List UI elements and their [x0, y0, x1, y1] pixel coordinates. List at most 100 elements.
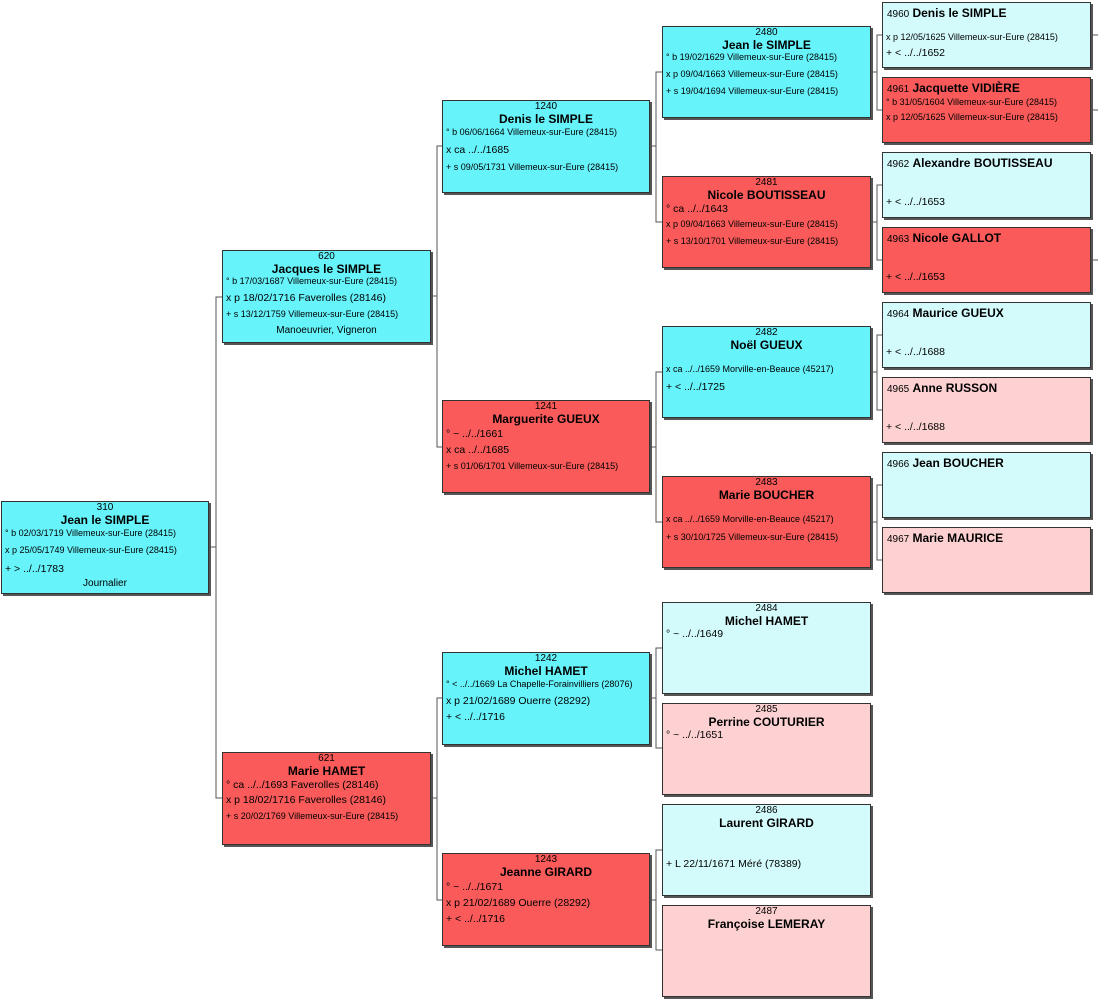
sosa-number: 4967 — [887, 534, 910, 545]
sosa-number: 2482 — [755, 327, 778, 338]
person-name: Perrine COUTURIER — [708, 715, 825, 729]
sosa-number: 2480 — [755, 27, 778, 38]
person-name: Nicole GALLOT — [912, 231, 1002, 245]
person-box-4960[interactable]: 4960 Denis le SIMPLE x p 12/05/1625 Vill… — [882, 2, 1091, 68]
person-name: Marie MAURICE — [912, 531, 1004, 545]
person-name: Jean BOUCHER — [912, 456, 1004, 470]
person-box-2486[interactable]: 2486 Laurent GIRARD + L 22/11/1671 Méré … — [662, 804, 871, 896]
person-box-4962[interactable]: 4962 Alexandre BOUTISSEAU + < ../../1653 — [882, 152, 1091, 218]
sosa-number: 4965 — [887, 384, 910, 395]
sosa-number: 2485 — [755, 704, 778, 715]
person-name: Maurice GUEUX — [912, 306, 1004, 320]
person-box-4966[interactable]: 4966 Jean BOUCHER — [882, 452, 1091, 518]
marriage-event: x p 21/02/1689 Ouerre (28292) — [446, 695, 591, 707]
death-event: + s 01/06/1701 Villemeux-sur-Eure (28415… — [446, 461, 619, 471]
person-name: Michel HAMET — [504, 664, 588, 678]
person-box-2481[interactable]: 2481 Nicole BOUTISSEAU ° ca ../../1643 x… — [662, 176, 871, 268]
marriage-event: x p 12/05/1625 Villemeux-sur-Eure (28415… — [886, 112, 1058, 122]
person-box-620[interactable]: 620 Jacques le SIMPLE ° b 17/03/1687 Vil… — [222, 250, 431, 343]
person-name: Jacques le SIMPLE — [271, 262, 382, 276]
person-name: Marguerite GUEUX — [492, 412, 600, 426]
person-box-4964[interactable]: 4964 Maurice GUEUX + < ../../1688 — [882, 302, 1091, 368]
death-event: + < ../../1653 — [886, 271, 945, 283]
marriage-event: x p 18/02/1716 Faverolles (28146) — [226, 794, 386, 806]
sosa-number: 2486 — [755, 805, 778, 816]
person-box-2487[interactable]: 2487 Françoise LEMERAY — [662, 905, 871, 997]
person-name: Laurent GIRARD — [719, 816, 814, 830]
marriage-event: x ca ../../1685 — [446, 144, 510, 156]
birth-event: ° b 06/06/1664 Villemeux-sur-Eure (28415… — [446, 127, 618, 137]
person-name: Noël GUEUX — [730, 338, 803, 352]
person-box-621[interactable]: 621 Marie HAMET ° ca ../../1693 Faveroll… — [222, 752, 431, 845]
death-event: + L 22/11/1671 Méré (78389) — [666, 858, 802, 870]
death-event: + < ../../1725 — [666, 381, 725, 393]
marriage-event: x p 21/02/1689 Ouerre (28292) — [446, 897, 591, 909]
person-box-2482[interactable]: 2482 Noël GUEUX x ca ../../1659 Morville… — [662, 326, 871, 418]
person-box-4965[interactable]: 4965 Anne RUSSON + < ../../1688 — [882, 377, 1091, 443]
marriage-event: x ca ../../1685 — [446, 444, 510, 456]
person-box-2483[interactable]: 2483 Marie BOUCHER x ca ../../1659 Morvi… — [662, 476, 871, 568]
death-event: + < ../../1652 — [886, 47, 945, 59]
person-name: Jeanne GIRARD — [499, 865, 593, 879]
person-name: Marie BOUCHER — [718, 488, 815, 502]
marriage-event: x p 18/02/1716 Faverolles (28146) — [226, 292, 386, 304]
person-box-310[interactable]: 310 Jean le SIMPLE ° b 02/03/1719 Villem… — [1, 501, 209, 594]
death-event: + < ../../1688 — [886, 421, 945, 433]
sosa-number: 310 — [96, 502, 114, 513]
person-name: Denis le SIMPLE — [912, 6, 1007, 20]
marriage-event: x ca ../../1659 Morville-en-Beauce (4521… — [666, 364, 834, 374]
occupation: Manoeuvrier, Vigneron — [276, 325, 377, 336]
person-box-1240[interactable]: 1240 Denis le SIMPLE ° b 06/06/1664 Vill… — [442, 100, 650, 193]
sosa-number: 2487 — [755, 906, 778, 917]
death-event: + s 30/10/1725 Villemeux-sur-Eure (28415… — [666, 532, 839, 542]
person-box-2484[interactable]: 2484 Michel HAMET ° ~ ../../1649 — [662, 602, 871, 694]
person-name: Anne RUSSON — [912, 381, 998, 395]
sosa-number: 4960 — [887, 9, 910, 20]
sosa-number: 4964 — [887, 309, 910, 320]
birth-event: ° b 02/03/1719 Villemeux-sur-Eure (28415… — [5, 528, 177, 538]
sosa-number: 1241 — [534, 401, 558, 412]
person-box-1241[interactable]: 1241 Marguerite GUEUX ° ~ ../../1661 x c… — [442, 400, 650, 493]
birth-event: ° ~ ../../1671 — [446, 881, 504, 893]
sosa-number: 1240 — [534, 101, 558, 112]
death-event: + s 13/12/1759 Villemeux-sur-Eure (28415… — [226, 309, 399, 319]
person-box-2480[interactable]: 2480 Jean le SIMPLE ° b 19/02/1629 Ville… — [662, 26, 871, 118]
person-box-4967[interactable]: 4967 Marie MAURICE — [882, 527, 1091, 593]
person-box-4963[interactable]: 4963 Nicole GALLOT + < ../../1653 — [882, 227, 1091, 293]
person-box-2485[interactable]: 2485 Perrine COUTURIER ° ~ ../../1651 — [662, 703, 871, 795]
sosa-number: 1243 — [534, 854, 558, 865]
person-name: Françoise LEMERAY — [707, 917, 826, 931]
person-box-1243[interactable]: 1243 Jeanne GIRARD ° ~ ../../1671 x p 21… — [442, 853, 650, 946]
birth-event: ° ~ ../../1651 — [666, 729, 724, 741]
sosa-number: 4966 — [887, 459, 910, 470]
death-event: + s 13/10/1701 Villemeux-sur-Eure (28415… — [666, 236, 839, 246]
birth-event: ° ca ../../1693 Faverolles (28146) — [226, 779, 379, 791]
birth-event: ° ca ../../1643 — [666, 203, 728, 215]
birth-event: ° b 19/02/1629 Villemeux-sur-Eure (28415… — [666, 52, 838, 62]
birth-event: ° b 31/05/1604 Villemeux-sur-Eure (28415… — [886, 97, 1058, 107]
person-name: Denis le SIMPLE — [498, 112, 594, 126]
sosa-number: 4962 — [887, 159, 910, 170]
death-event: + s 09/05/1731 Villemeux-sur-Eure (28415… — [446, 162, 619, 172]
person-box-1242[interactable]: 1242 Michel HAMET ° < ../../1669 La Chap… — [442, 652, 650, 745]
birth-event: ° < ../../1669 La Chapelle-Forainvillier… — [446, 679, 633, 689]
person-name: Jean le SIMPLE — [722, 38, 811, 52]
sosa-number: 4961 — [887, 84, 910, 95]
sosa-number: 2481 — [755, 177, 778, 188]
sosa-number: 621 — [318, 753, 335, 764]
death-event: + > ../../1783 — [5, 563, 64, 575]
person-box-4961[interactable]: 4961 Jacquette VIDIÈRE ° b 31/05/1604 Vi… — [882, 77, 1091, 143]
person-name: Jean le SIMPLE — [60, 513, 150, 527]
occupation: Journalier — [83, 578, 127, 589]
death-event: + s 19/04/1694 Villemeux-sur-Eure (28415… — [666, 86, 839, 96]
person-name: Nicole BOUTISSEAU — [707, 188, 826, 202]
sosa-number: 2484 — [755, 603, 778, 614]
person-name: Marie HAMET — [287, 764, 366, 778]
person-name: Jacquette VIDIÈRE — [912, 81, 1020, 95]
marriage-event: x p 25/05/1749 Villemeux-sur-Eure (28415… — [5, 545, 177, 555]
birth-event: ° ~ ../../1649 — [666, 628, 724, 640]
death-event: + < ../../1716 — [446, 913, 505, 925]
marriage-event: x p 12/05/1625 Villemeux-sur-Eure (28415… — [886, 32, 1058, 42]
marriage-event: x p 09/04/1663 Villemeux-sur-Eure (28415… — [666, 69, 838, 79]
